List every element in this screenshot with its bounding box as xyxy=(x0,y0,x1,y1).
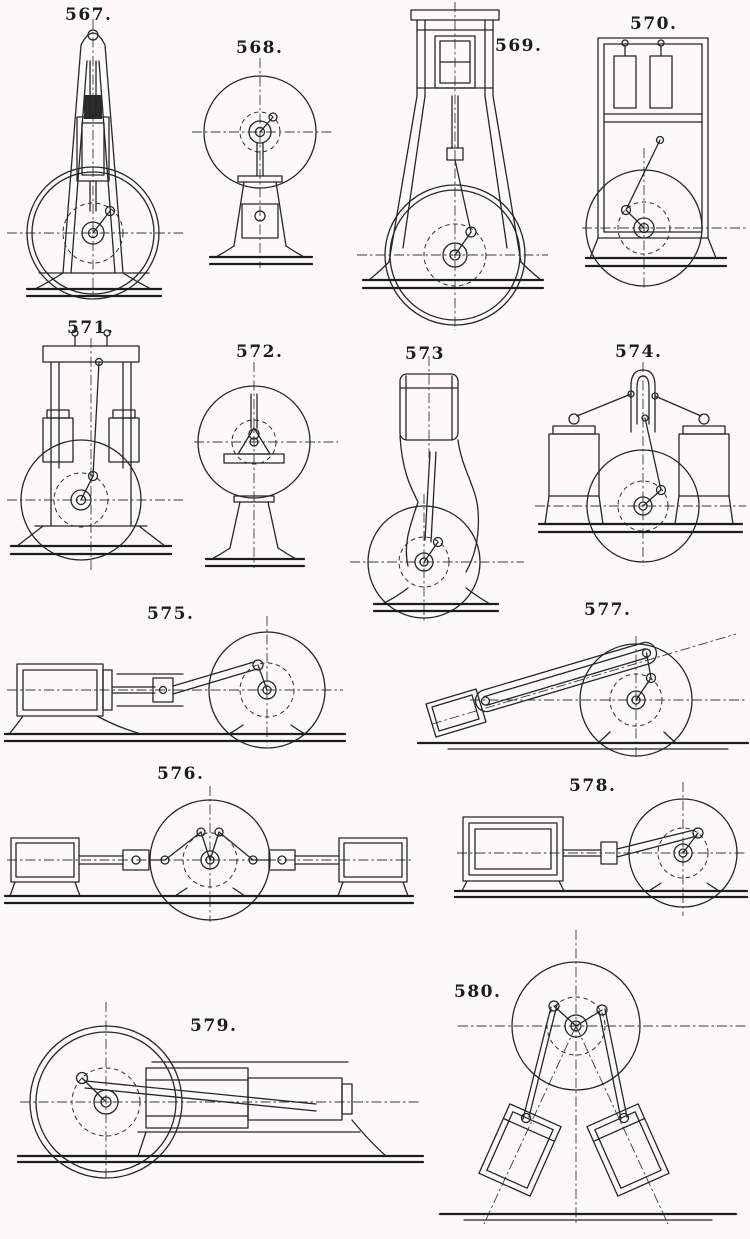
base xyxy=(16,1119,425,1164)
engine-body xyxy=(42,329,140,527)
figure-number-label: 575. xyxy=(147,604,195,624)
flywheel xyxy=(579,643,693,757)
figure-571: 571. xyxy=(5,318,185,574)
engine-body xyxy=(62,29,124,274)
engine-drawing-570 xyxy=(582,37,746,290)
flywheel xyxy=(585,169,703,287)
base xyxy=(372,587,500,613)
flywheel xyxy=(203,75,317,189)
figure-578: 578. xyxy=(453,770,749,918)
base xyxy=(208,245,314,266)
base xyxy=(416,731,750,750)
centerlines xyxy=(431,633,746,758)
figure-573: 573 xyxy=(348,344,526,624)
centerlines xyxy=(535,362,746,566)
base xyxy=(25,272,163,298)
engine-body xyxy=(233,142,287,247)
figure-number-label: 577. xyxy=(584,600,632,620)
base xyxy=(438,1212,738,1221)
figure-number-label: 580. xyxy=(454,982,502,1002)
figure-number-label: 579. xyxy=(190,1016,238,1036)
figure-number-label: 570. xyxy=(630,14,678,34)
centerlines xyxy=(194,362,338,568)
figure-number-label: 573 xyxy=(405,344,445,364)
base xyxy=(584,237,728,268)
engine-drawing-574 xyxy=(535,362,746,566)
engine-body xyxy=(223,393,285,549)
engine-body xyxy=(84,1061,353,1129)
flywheel xyxy=(367,505,481,619)
flywheel xyxy=(149,799,271,921)
base xyxy=(3,881,415,905)
engine-body xyxy=(597,37,709,239)
figure-number-label: 576. xyxy=(157,764,205,784)
engine-drawing-568 xyxy=(192,58,333,268)
figure-number-label: 567. xyxy=(65,5,113,25)
base xyxy=(361,261,545,290)
figure-567: 567. xyxy=(5,5,185,301)
base xyxy=(453,880,749,899)
flywheel xyxy=(208,631,326,749)
base xyxy=(204,547,306,568)
centerlines xyxy=(458,930,746,1225)
engine-drawing-567 xyxy=(7,19,183,300)
flywheel xyxy=(586,449,700,563)
figure-575: 575. xyxy=(3,600,347,749)
engine-body xyxy=(462,816,704,882)
centerlines xyxy=(7,786,411,922)
engine-drawing-579 xyxy=(16,1002,425,1179)
engine-drawing-576 xyxy=(3,786,415,922)
figure-569: 569. xyxy=(355,0,550,335)
engine-drawing-569 xyxy=(357,2,548,330)
centerlines xyxy=(582,148,746,290)
flywheel xyxy=(384,184,526,326)
flywheel xyxy=(628,798,738,908)
figure-568: 568. xyxy=(190,36,335,272)
centerlines xyxy=(350,356,524,622)
centerlines xyxy=(192,58,333,268)
figure-577: 577. xyxy=(416,600,750,760)
flywheel xyxy=(197,385,311,499)
centerlines xyxy=(357,2,548,330)
centerlines xyxy=(7,338,183,570)
figure-576: 576. xyxy=(3,762,415,924)
figure-580: 580. xyxy=(428,922,748,1236)
figure-number-label: 568. xyxy=(236,38,284,58)
engine-drawing-571 xyxy=(7,329,183,570)
flywheel xyxy=(20,439,142,561)
engine-body xyxy=(10,827,408,883)
figure-570: 570. xyxy=(580,10,748,294)
base xyxy=(9,525,173,556)
engine-drawing-575 xyxy=(3,616,347,749)
base xyxy=(537,495,744,534)
figure-number-label: 569. xyxy=(495,36,543,56)
engine-drawing-572 xyxy=(194,362,338,568)
figure-number-label: 578. xyxy=(569,776,617,796)
engine-drawing-578 xyxy=(453,782,749,916)
engine-body xyxy=(548,369,730,497)
figure-574: 574. xyxy=(533,342,748,570)
figure-572: 572. xyxy=(192,340,340,570)
figure-number-label: 572. xyxy=(236,342,284,362)
engine-drawing-580 xyxy=(438,930,746,1225)
centerlines xyxy=(7,19,183,297)
engine-drawing-573 xyxy=(350,356,524,622)
figure-number-label: 574. xyxy=(615,342,663,362)
flywheel xyxy=(26,166,160,300)
figure-579: 579. xyxy=(16,940,425,1180)
engine-body xyxy=(16,659,264,717)
engine-body xyxy=(478,1004,670,1197)
flywheel xyxy=(511,961,641,1091)
engine-drawing-577 xyxy=(416,633,750,758)
engine-body xyxy=(399,373,480,573)
engine-body xyxy=(425,641,658,738)
centerlines xyxy=(20,1002,421,1178)
base xyxy=(3,715,347,743)
